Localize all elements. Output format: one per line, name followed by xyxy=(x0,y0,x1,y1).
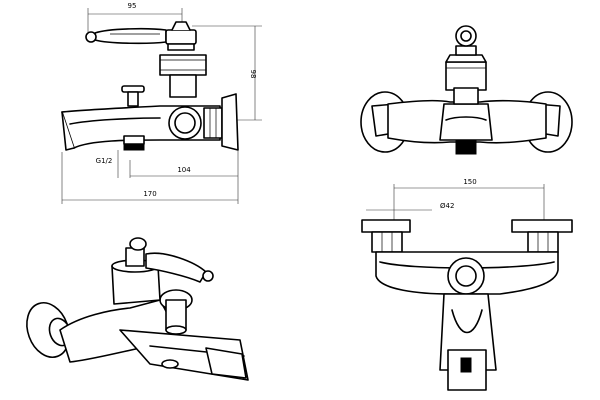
top-knob xyxy=(455,25,477,47)
shower-outlet-thread xyxy=(123,143,145,151)
wall-flange xyxy=(221,93,239,151)
right-flange-plate xyxy=(511,219,573,233)
top-centre-ring xyxy=(447,257,485,295)
dim-label-95: 95 xyxy=(128,2,137,10)
outlet-thread-front xyxy=(455,139,477,155)
dim-label-diameter: Ø42 xyxy=(440,202,454,210)
dim-label-170: 170 xyxy=(143,190,156,198)
front-view xyxy=(360,25,573,155)
dim-label-thread: G1/2 xyxy=(96,157,113,165)
side-view: 95 98 xyxy=(61,2,262,204)
right-nut xyxy=(527,231,559,253)
top-view: 150 Ø42 xyxy=(361,178,573,391)
cartridge-body xyxy=(159,54,207,76)
dim-label-104: 104 xyxy=(177,166,191,174)
iso-top-knob xyxy=(129,237,147,251)
dim-label-150: 150 xyxy=(463,178,476,186)
diverter-knob xyxy=(121,85,145,93)
handle-hub xyxy=(165,29,197,45)
lever-handle xyxy=(94,27,167,45)
isometric-view xyxy=(26,237,249,381)
left-nut xyxy=(371,231,403,253)
wall-nut xyxy=(203,107,223,139)
left-flange-plate xyxy=(361,219,411,233)
lever-knob xyxy=(85,31,97,43)
centre-cartridge xyxy=(445,61,487,91)
dim-label-98: 98 xyxy=(249,70,257,79)
body-ring xyxy=(168,106,202,140)
spout-front xyxy=(439,103,493,141)
